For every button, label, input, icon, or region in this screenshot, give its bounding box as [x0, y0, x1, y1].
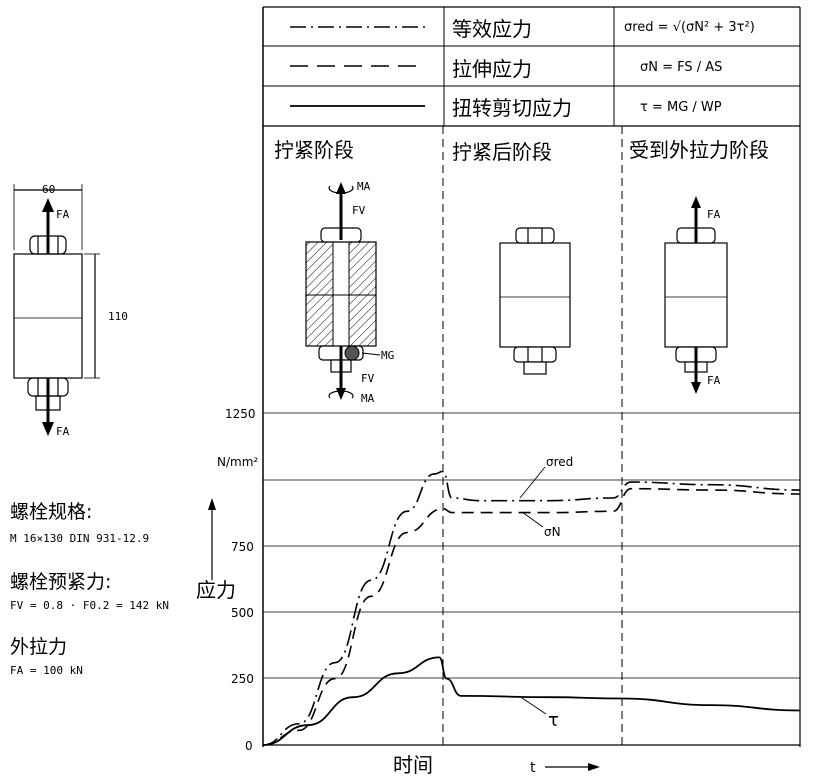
external-load-value: FA = 100 kN	[10, 664, 83, 677]
curve-label-tau: τ	[548, 710, 559, 731]
stage-header-tightening: 拧紧阶段	[274, 138, 354, 162]
stage1-torque-label-bottom: MA	[361, 392, 375, 405]
stage-header-after-tightening: 拧紧后阶段	[452, 140, 552, 164]
y-tick-500: 500	[231, 606, 254, 620]
bolt-spec-value: M 16×130 DIN 931-12.9	[10, 532, 150, 545]
stage2-bolt	[499, 227, 571, 375]
preload-value: FV = 0.8 · F0.2 = 142 kN	[10, 599, 169, 612]
preload-title: 螺栓预紧力:	[10, 571, 112, 593]
y-tick-0: 0	[245, 739, 253, 753]
force-label-top: FA	[56, 208, 70, 221]
y-tick-250: 250	[231, 672, 254, 686]
x-axis-symbol: t	[530, 760, 536, 776]
legend-formula-tensile: σN = FS / AS	[640, 60, 722, 75]
legend-label-tensile: 拉伸应力	[452, 57, 532, 81]
stage1-preload-label-top: FV	[352, 204, 366, 217]
y-tick-1250: 1250	[225, 407, 256, 421]
external-load-title: 外拉力	[10, 636, 68, 658]
legend-label-equivalent: 等效应力	[452, 17, 532, 41]
curve-label-sigma-red: σred	[546, 455, 573, 469]
series-line-sigma-n	[262, 487, 801, 746]
stage1-torque-label-top: MA	[357, 180, 371, 193]
series-line-sigma-red	[262, 470, 801, 746]
series-line-tau	[262, 656, 801, 746]
legend-label-torsion: 扭转剪切应力	[452, 96, 572, 120]
y-axis-label: 应力	[196, 578, 236, 602]
stage-header-external-load: 受到外拉力阶段	[629, 138, 769, 162]
bolt-spec-title: 螺栓规格:	[10, 501, 93, 523]
height-label: 110	[108, 310, 128, 323]
stage3-force-label-bottom: FA	[707, 374, 721, 387]
force-label-bottom: FA	[56, 425, 70, 438]
bolt-dimension-sketch	[13, 184, 100, 436]
y-tick-750: 750	[231, 540, 254, 554]
stage1-thread-torque-label: MG	[381, 349, 394, 362]
legend-formula-torsion: τ = MG / WP	[640, 100, 722, 115]
chart-series-layer	[262, 470, 801, 746]
stage1-bolt-sectional-view	[305, 185, 381, 399]
stage1-preload-label-bottom: FV	[361, 372, 375, 385]
y-unit-label: N/mm²	[217, 455, 258, 469]
width-label: 60	[42, 183, 56, 196]
curve-label-sigma-n: σN	[544, 525, 561, 539]
stage3-bolt	[664, 205, 728, 385]
legend-formula-equivalent: σred = √(σN² + 3τ²)	[624, 20, 755, 35]
stage3-force-label-top: FA	[707, 208, 721, 221]
x-axis-label: 时间	[393, 753, 433, 777]
